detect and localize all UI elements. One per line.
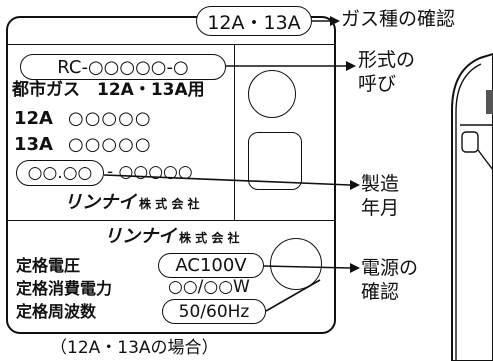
divider-middle <box>7 220 334 221</box>
row-12a-label: 12A <box>14 108 53 129</box>
divider-vertical-upper <box>234 44 235 220</box>
city-gas-label: 都市ガス 12A・13A用 <box>12 80 205 100</box>
maker-logo-1: リンナイ株 式 会 社 <box>64 194 200 212</box>
square-window <box>248 132 302 190</box>
rated-power-label: 定格消費電力 <box>16 279 113 298</box>
maker-logo-1-text: リンナイ <box>64 192 136 213</box>
rated-freq-label: 定格周波数 <box>16 302 97 321</box>
gas-type-text: 12A・13A <box>207 11 301 34</box>
rated-power-value: ○○/○○W <box>168 277 250 297</box>
serial-date-text: ○○.○○ <box>27 163 93 183</box>
callout-power: 電源の 確認 <box>361 257 419 303</box>
callout-gas-type: ガス種の確認 <box>341 8 456 30</box>
model-code-pill: RC-○○○○○-○ <box>20 54 226 80</box>
serial-date-pill: ○○.○○ <box>16 160 104 186</box>
callout-manufacture-date: 製造 年月 <box>361 173 400 219</box>
divider-top <box>7 44 334 45</box>
row-13a-label: 13A <box>14 134 53 155</box>
maker-suffix-1: 株 式 会 社 <box>139 197 200 211</box>
round-window-upper <box>248 70 296 118</box>
maker-logo-2-text: リンナイ <box>104 226 176 247</box>
row-12a-value: ○○○○○ <box>68 108 152 129</box>
rated-voltage-value: AC100V <box>175 255 247 276</box>
model-code-text: RC-○○○○○-○ <box>57 56 189 78</box>
round-window-lower <box>270 238 322 290</box>
caption: （12A・13Aの場合） <box>50 338 219 358</box>
rated-freq-pill: 50/60Hz <box>162 299 266 324</box>
row-13a-value: ○○○○○ <box>68 134 152 155</box>
rated-voltage-label: 定格電圧 <box>16 256 81 275</box>
maker-logo-2: リンナイ株 式 会 社 <box>104 228 240 246</box>
callout-model: 形式の 呼び <box>358 49 416 95</box>
gas-type-pill: 12A・13A <box>196 6 312 36</box>
maker-suffix-2: 株 式 会 社 <box>179 231 240 245</box>
serial-number-text: - ○○○○○ <box>107 162 193 182</box>
rated-freq-value: 50/60Hz <box>178 301 250 322</box>
rated-voltage-pill: AC100V <box>158 253 264 278</box>
